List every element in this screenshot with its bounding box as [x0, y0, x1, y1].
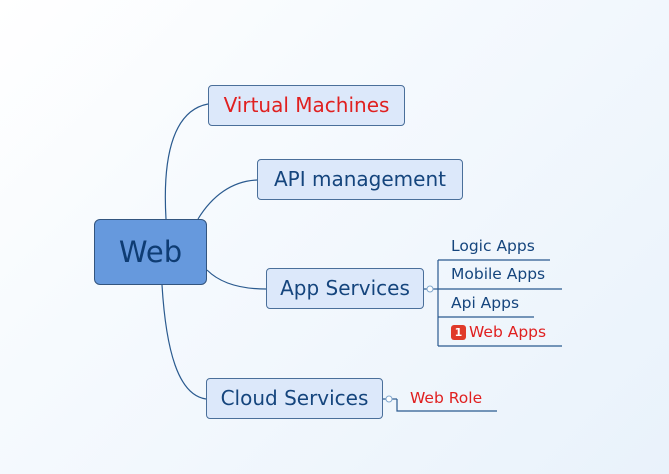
subtopic-web-role[interactable]: Web Role — [410, 389, 482, 407]
topic-cloud-services[interactable]: Cloud Services — [206, 378, 383, 419]
central-topic-web[interactable]: Web — [94, 219, 207, 285]
collapse-toggle-icon — [426, 285, 434, 293]
connector-api-management — [197, 179, 258, 220]
topic-label: App Services — [280, 276, 410, 300]
topic-label: Virtual Machines — [223, 93, 390, 117]
connector-cloud-services — [161, 284, 207, 400]
subtopic-label: Web Role — [410, 389, 483, 407]
subtopic-logic-apps[interactable]: Logic Apps — [451, 237, 535, 255]
priority-1-icon: 1 — [451, 324, 466, 340]
subtopic-label: Api Apps — [451, 294, 520, 312]
topic-virtual-machines[interactable]: Virtual Machines — [208, 85, 405, 126]
central-topic-label: Web — [118, 235, 183, 269]
subtopic-web-apps[interactable]: 1 Web Apps — [451, 323, 546, 341]
topic-label: Cloud Services — [220, 386, 369, 410]
subtopic-label: Logic Apps — [451, 237, 535, 255]
topic-app-services[interactable]: App Services — [266, 268, 424, 309]
connector-app-services — [206, 269, 267, 290]
collapse-toggle-icon — [385, 395, 393, 403]
topic-label: API management — [274, 167, 446, 191]
connector-virtual-machines — [164, 103, 209, 220]
subtopic-label: Mobile Apps — [451, 265, 546, 283]
subtopic-label: Web Apps — [469, 323, 547, 341]
subtopic-api-apps[interactable]: Api Apps — [451, 294, 519, 312]
topic-api-management[interactable]: API management — [257, 159, 463, 200]
subtopic-mobile-apps[interactable]: Mobile Apps — [451, 265, 545, 283]
